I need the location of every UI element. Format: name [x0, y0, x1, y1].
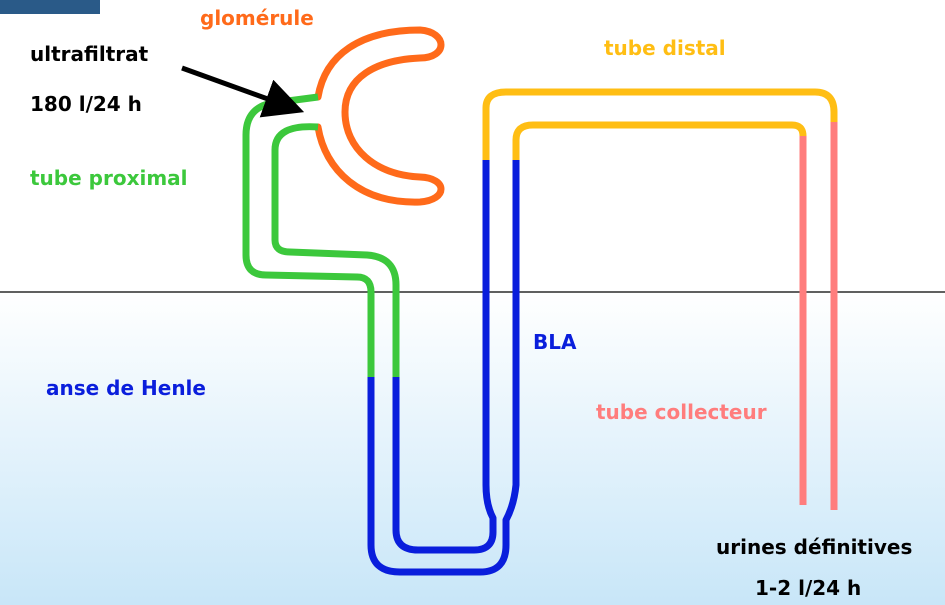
tube-distal-label: tube distal: [604, 36, 726, 60]
ultrafiltrat-arrow: [181, 65, 305, 118]
tube-collecteur-label: tube collecteur: [596, 400, 767, 424]
urines-definitives-label: urines définitives: [716, 535, 913, 559]
corner-block: [0, 0, 100, 14]
tube-proximal-shape: [242, 93, 400, 377]
urines-volume-label: 1-2 l/24 h: [755, 576, 862, 600]
ultrafiltrat-label: ultrafiltrat: [30, 42, 149, 66]
anse-de-henle-label: anse de Henle: [46, 376, 206, 400]
tube-distal-shape: [482, 88, 838, 160]
tube-collecteur-shape: [799, 122, 838, 510]
ultrafiltrat-volume-label: 180 l/24 h: [30, 92, 142, 116]
glomerule-shape: [314, 26, 445, 206]
bla-label: BLA: [533, 330, 577, 354]
anse-de-henle-shape: [367, 160, 520, 576]
glomerule-label: glomérule: [200, 6, 314, 30]
tube-proximal-label: tube proximal: [30, 166, 188, 190]
